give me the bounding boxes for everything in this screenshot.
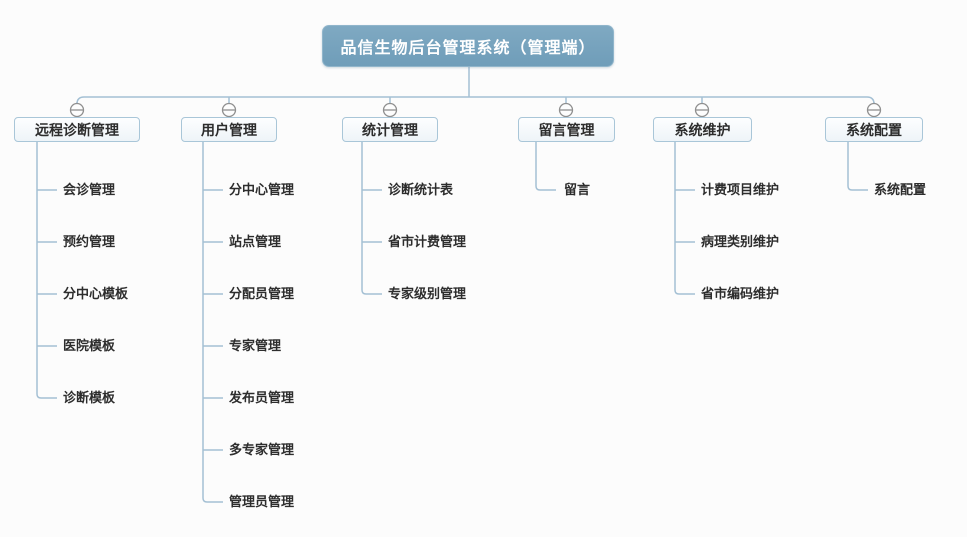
branch-node-remote-diagnosis[interactable]: 远程诊断管理 bbox=[14, 117, 140, 142]
leaf-node[interactable]: 分配员管理 bbox=[229, 286, 295, 301]
collapse-toggle-icon[interactable] bbox=[866, 102, 882, 118]
leaf-node[interactable]: 分中心模板 bbox=[63, 286, 129, 301]
connector-spine bbox=[36, 142, 57, 399]
collapse-toggle-icon[interactable] bbox=[221, 102, 237, 118]
leaf-node[interactable]: 专家管理 bbox=[229, 338, 282, 353]
connector-spine bbox=[361, 142, 382, 295]
branch-node-maintenance[interactable]: 系统维护 bbox=[653, 117, 752, 142]
root-node[interactable]: 品信生物后台管理系统（管理端） bbox=[322, 25, 614, 67]
leaf-node[interactable]: 医院模板 bbox=[63, 338, 116, 353]
leaf-node[interactable]: 省市计费管理 bbox=[388, 234, 467, 249]
leaf-node[interactable]: 预约管理 bbox=[63, 234, 116, 249]
branch-node-statistics[interactable]: 统计管理 bbox=[342, 117, 438, 142]
leaf-node[interactable]: 多专家管理 bbox=[229, 442, 295, 457]
leaf-node[interactable]: 管理员管理 bbox=[229, 494, 295, 509]
leaf-node[interactable]: 计费项目维护 bbox=[701, 182, 780, 197]
leaf-node[interactable]: 站点管理 bbox=[229, 234, 282, 249]
leaf-node[interactable]: 病理类别维护 bbox=[701, 234, 780, 249]
leaf-node[interactable]: 省市编码维护 bbox=[701, 286, 780, 301]
connector-lines bbox=[36, 67, 875, 503]
leaf-node[interactable]: 诊断统计表 bbox=[388, 182, 454, 197]
leaf-node[interactable]: 留言 bbox=[564, 182, 591, 197]
leaf-node[interactable]: 发布员管理 bbox=[229, 390, 295, 405]
branch-node-messages[interactable]: 留言管理 bbox=[518, 117, 615, 142]
collapse-toggle-icon[interactable] bbox=[382, 102, 398, 118]
leaf-node[interactable]: 系统配置 bbox=[874, 182, 927, 197]
collapse-toggle-icon[interactable] bbox=[69, 102, 85, 118]
leaf-node[interactable]: 诊断模板 bbox=[63, 390, 116, 405]
connector-spine bbox=[847, 142, 868, 191]
connector-spine bbox=[535, 142, 556, 191]
leaf-node[interactable]: 会诊管理 bbox=[63, 182, 116, 197]
connector-rail bbox=[76, 96, 875, 105]
collapse-toggle-icon[interactable] bbox=[694, 102, 710, 118]
collapse-toggle-icon[interactable] bbox=[558, 102, 574, 118]
branch-node-config[interactable]: 系统配置 bbox=[825, 117, 923, 142]
branch-node-users[interactable]: 用户管理 bbox=[181, 117, 277, 142]
connector-spine bbox=[674, 142, 695, 295]
connector-spine bbox=[202, 142, 223, 503]
leaf-node[interactable]: 分中心管理 bbox=[229, 182, 295, 197]
leaf-node[interactable]: 专家级别管理 bbox=[388, 286, 467, 301]
